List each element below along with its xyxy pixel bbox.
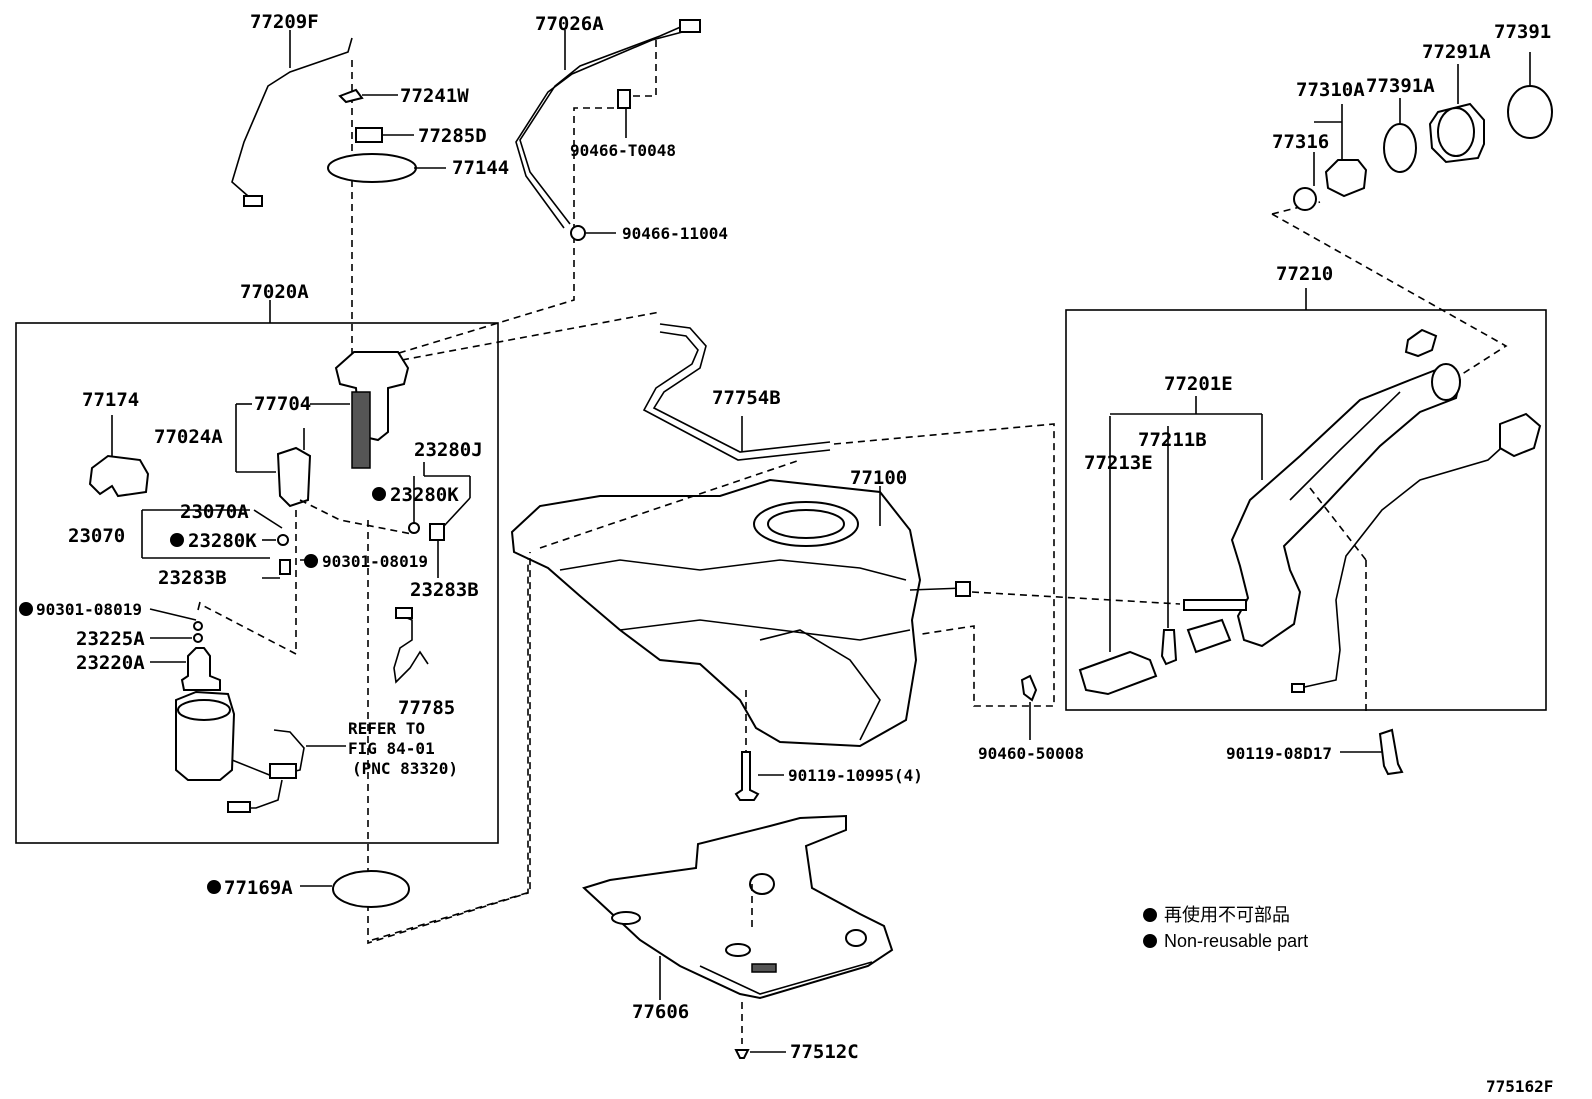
filter-23220a — [180, 647, 221, 691]
label-23225a: 23225A — [76, 628, 145, 650]
label-90466-t0048: 90466-T0048 — [570, 141, 676, 160]
clip-77241w — [338, 88, 364, 104]
breather-line — [1299, 439, 1511, 689]
o-ring-23280k-a — [408, 522, 420, 534]
legend-english: Non-reusable part — [1164, 931, 1308, 951]
filler-tube-bracket — [1404, 328, 1438, 358]
label-77704: 77704 — [254, 393, 311, 415]
o-ring-23280k-b — [277, 534, 289, 546]
retainer-ring-77144 — [327, 153, 417, 183]
label-77213e: 77213E — [1084, 452, 1153, 474]
label-77316: 77316 — [1272, 131, 1329, 153]
label-77785: 77785 — [398, 697, 455, 719]
filler-pipe-77210 — [1230, 364, 1462, 648]
label-90301-08019-a: 90301-08019 — [322, 552, 428, 571]
non-reusable-dot — [207, 880, 221, 894]
label-77144: 77144 — [452, 157, 509, 179]
connector-pipe — [1186, 618, 1232, 654]
filter-23280j — [429, 523, 445, 541]
non-reusable-dot — [170, 533, 184, 547]
label-90119-10995: 90119-10995(4) — [788, 766, 923, 785]
non-reusable-dot — [304, 554, 318, 568]
label-77606: 77606 — [632, 1001, 689, 1023]
label-77754b: 77754B — [712, 387, 781, 409]
pump-wire-harness — [231, 729, 305, 777]
label-23220a: 23220A — [76, 652, 145, 674]
pump-module-flange — [334, 351, 410, 442]
label-77391a: 77391A — [1366, 75, 1435, 97]
label-90301-08019-b: 90301-08019 — [36, 600, 142, 619]
bracket-77174 — [88, 454, 150, 498]
gasket-77169a — [332, 870, 410, 908]
label-90460-50008: 90460-50008 — [978, 744, 1084, 763]
fuel-tank-77100 — [510, 478, 922, 748]
label-23283b-b: 23283B — [410, 579, 479, 601]
hose-77213e — [1078, 650, 1158, 696]
legend-dot — [1143, 908, 1157, 922]
refer-note-line3: (PNC 83320) — [352, 759, 458, 778]
clip-90466-11004 — [570, 225, 586, 241]
label-77285d: 77285D — [418, 125, 487, 147]
label-23283b-a: 23283B — [158, 567, 227, 589]
label-77026a: 77026A — [535, 13, 604, 35]
cap-77310a — [1324, 159, 1368, 198]
vent-tube-77026a — [519, 21, 693, 225]
label-90119-08d17: 90119-08D17 — [1226, 744, 1332, 763]
group-box-77020a — [15, 322, 499, 844]
o-ring-23225a — [193, 633, 203, 643]
label-23280k-a: 23280K — [390, 484, 459, 506]
legend-dot — [1143, 934, 1157, 948]
label-77174: 77174 — [82, 389, 139, 411]
breather-clamp-head — [1499, 412, 1542, 458]
label-77209f: 77209F — [250, 11, 319, 33]
refer-note-line1: REFER TO — [348, 719, 425, 738]
bolt-90119-08d17 — [1378, 728, 1404, 776]
label-77310a: 77310A — [1296, 79, 1365, 101]
legend-japanese: 再使用不可部品 — [1164, 905, 1290, 925]
non-reusable-dot — [372, 487, 386, 501]
o-ring-77391a — [1383, 123, 1417, 173]
clamp-77211b — [1160, 629, 1178, 666]
hose-77754b — [652, 323, 831, 453]
label-90466-11004: 90466-11004 — [622, 224, 728, 243]
label-23070: 23070 — [68, 525, 125, 547]
label-77391: 77391 — [1494, 21, 1551, 43]
heat-insulator-77606 — [582, 814, 894, 1000]
clip-90466-t0048 — [617, 89, 631, 109]
label-23070a: 23070A — [180, 501, 249, 523]
label-77241w: 77241W — [400, 85, 469, 107]
label-77211b: 77211B — [1138, 429, 1207, 451]
label-23280j: 23280J — [414, 439, 483, 461]
figure-id: 775162F — [1486, 1077, 1553, 1096]
label-77201e: 77201E — [1164, 373, 1233, 395]
tank-bolt-90119-10995 — [734, 751, 760, 801]
non-reusable-dot — [19, 602, 33, 616]
gasket-77316 — [1293, 187, 1317, 211]
label-77024a: 77024A — [154, 426, 223, 448]
regulator-77024a — [276, 446, 312, 508]
connector-77285d — [355, 127, 383, 143]
sensor-wire-77785 — [393, 615, 429, 684]
label-77100: 77100 — [850, 467, 907, 489]
suction-tube-77704 — [351, 391, 371, 469]
label-77210: 77210 — [1276, 263, 1333, 285]
label-77169a: 77169A — [224, 877, 293, 899]
label-23280k-b: 23280K — [188, 530, 257, 552]
o-ring-77391 — [1507, 85, 1553, 139]
label-77020a: 77020A — [240, 281, 309, 303]
sender-gauge-wire-77209f — [231, 37, 353, 207]
clip-77512c — [734, 1049, 750, 1059]
label-77512c: 77512C — [790, 1041, 859, 1063]
refer-note-line2: FIG 84-01 — [348, 739, 435, 758]
clip-90460-50008 — [1020, 674, 1038, 702]
label-77291a: 77291A — [1422, 41, 1491, 63]
valve-23283b-a — [279, 559, 291, 575]
